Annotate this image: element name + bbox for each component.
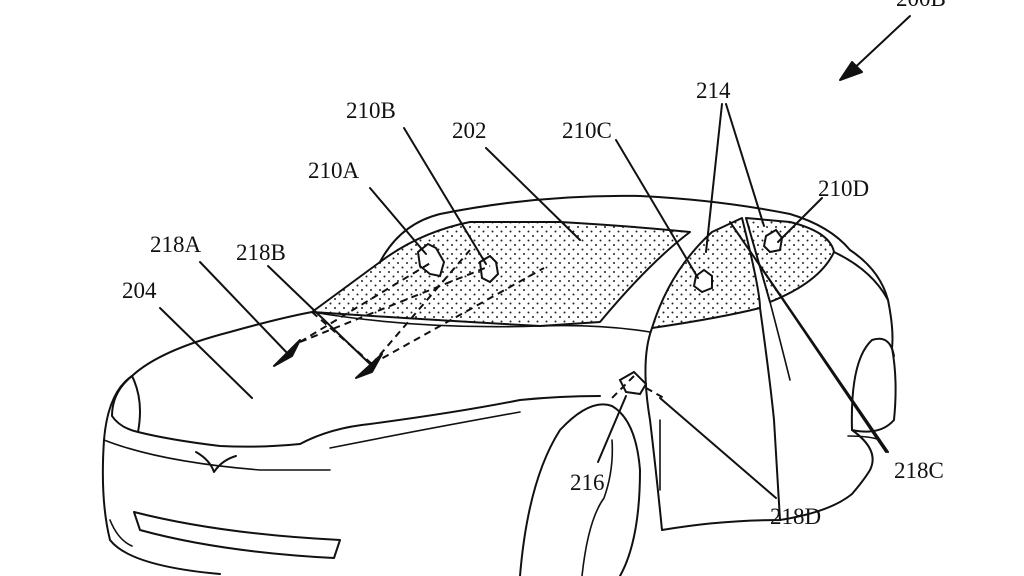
label-218b: 218B: [236, 240, 286, 265]
sensor-210c: [692, 268, 713, 294]
car-body: [101, 194, 897, 576]
label-218c: 218C: [894, 458, 944, 483]
windshield: [311, 221, 691, 327]
label-218d: 218D: [770, 504, 821, 529]
label-210c: 210C: [562, 118, 612, 143]
figure-pointer-arrow: [839, 15, 911, 81]
arrowhead-218b: [355, 353, 383, 379]
sensor-210d: [762, 228, 784, 254]
label-216: 216: [570, 470, 605, 495]
label-202: 202: [452, 118, 487, 143]
label-204: 204: [122, 278, 157, 303]
label-214: 214: [696, 78, 731, 103]
label-200b: 200B: [896, 0, 946, 11]
label-218a: 218A: [150, 232, 202, 257]
leader-lines: [159, 103, 889, 499]
label-210b: 210B: [346, 98, 396, 123]
label-210a: 210A: [308, 158, 360, 183]
sensor-216: [618, 370, 648, 396]
label-210d: 210D: [818, 176, 869, 201]
